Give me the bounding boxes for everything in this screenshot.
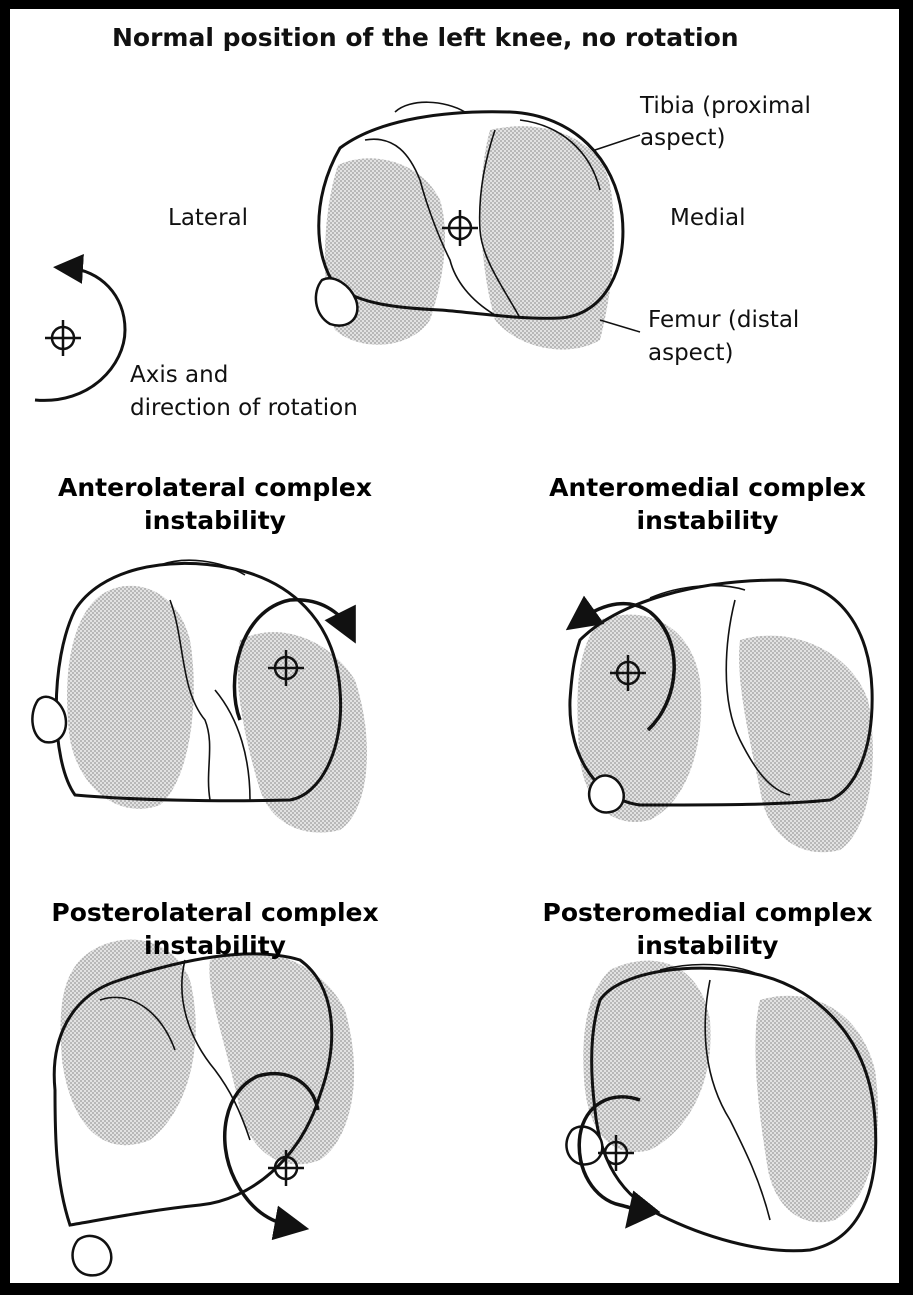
femur-condyles <box>61 940 355 1165</box>
femur-condyles <box>67 586 367 833</box>
caption-line1: Posterolateral complex <box>20 897 410 930</box>
fibula-head <box>566 1127 602 1165</box>
femur-condyles <box>577 615 873 853</box>
posteromedial-figure <box>566 961 878 1251</box>
anteromedial-figure <box>570 580 873 852</box>
caption-line1: Posteromedial complex <box>520 897 895 930</box>
lateral-label: Lateral <box>168 205 248 231</box>
caption-line1: Anterolateral complex <box>20 472 410 505</box>
caption-line2: instability <box>520 930 895 963</box>
fibula-head <box>589 776 624 813</box>
axis-icon <box>45 320 81 356</box>
rotation-legend <box>35 268 125 400</box>
rotation-arrow <box>35 268 125 400</box>
fibula-head <box>32 697 66 742</box>
tibia-leader-line <box>595 135 640 150</box>
posterolateral-figure <box>54 940 354 1276</box>
rotation-axis-icon <box>442 210 478 246</box>
anterolateral-figure <box>32 560 367 832</box>
anterolateral-caption: Anterolateral complex instability <box>20 472 410 537</box>
femur-label-line1: Femur (distal <box>648 307 799 333</box>
axis-label-line1: Axis and <box>130 362 228 388</box>
posterolateral-caption: Posterolateral complex instability <box>20 897 410 962</box>
axis-label-line2: direction of rotation <box>130 395 358 421</box>
normal-knee-figure <box>316 102 640 349</box>
femur-label-line2: aspect) <box>648 340 733 366</box>
tibia-label-line1: Tibia (proximal <box>640 93 811 119</box>
femur-leader-line <box>600 320 640 332</box>
fibula-head <box>73 1236 112 1275</box>
femur-condyles <box>583 961 878 1223</box>
caption-line2: instability <box>520 505 895 538</box>
medial-label: Medial <box>670 205 745 231</box>
posteromedial-caption: Posteromedial complex instability <box>520 897 895 962</box>
caption-line2: instability <box>20 930 410 963</box>
tibia-label-line2: aspect) <box>640 125 725 151</box>
caption-line2: instability <box>20 505 410 538</box>
diagram-title: Normal position of the left knee, no rot… <box>112 24 739 53</box>
anteromedial-caption: Anteromedial complex instability <box>520 472 895 537</box>
caption-line1: Anteromedial complex <box>520 472 895 505</box>
